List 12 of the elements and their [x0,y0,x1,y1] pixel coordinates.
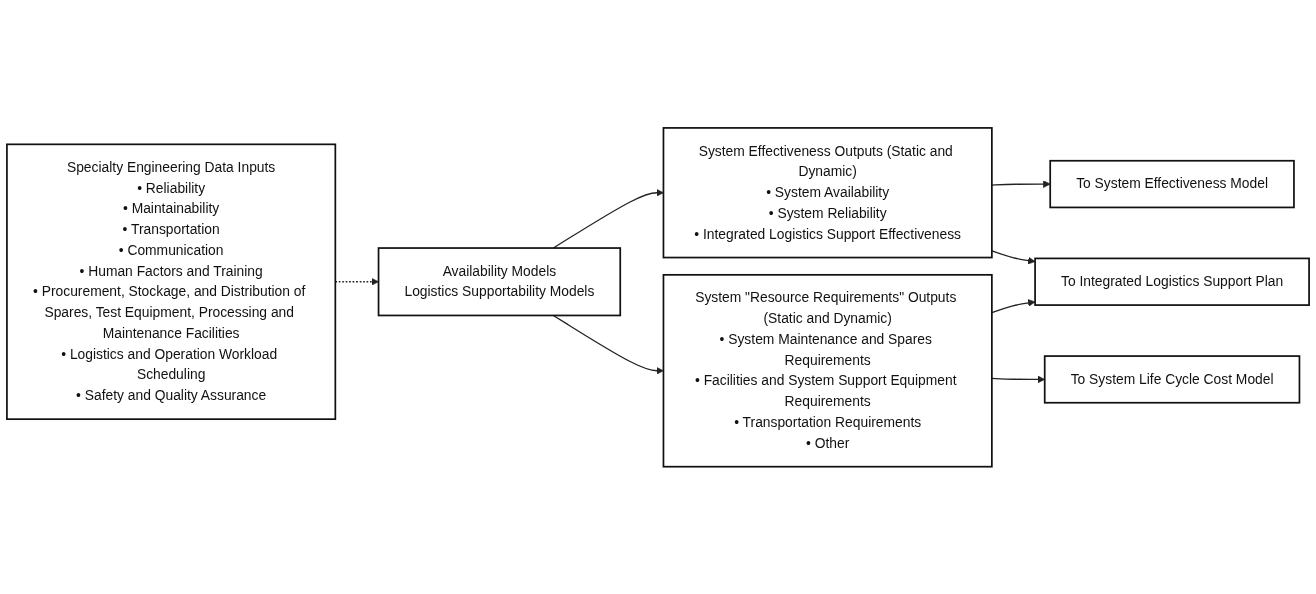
node-box: Availability Models Logistics Supportability Models [377,246,622,316]
node-box: To System Life Cycle Cost Model [1043,354,1301,404]
arrow [991,249,1036,265]
arrow [552,188,664,249]
arrow [991,179,1051,188]
arrow [991,298,1036,314]
node-box: To Integrated Logistics Support Plan [1034,257,1310,306]
node-box: System "Resource Requirements" Outputs (Static and Dynamic) • System Maintenance and Spares Requirements • Facilities and System Support Equipment Requirements • Transportation Requirements • Other [662,273,993,468]
node-box: To System Effectiveness Model [1049,159,1295,208]
node-box: Specialty Engineering Data Inputs • Reliability • Maintainability • Transportation • Communication • Human Factors and Training • Procurement, Stockage, and Distribution of Spares, Test Equipment, Processing and Maintenance Facilities • Logistics and Operation Workload Scheduling • Safety and Quality Assurance [6,143,337,420]
node-box: System Effectiveness Outputs (Static and Dynamic) • System Availability • System Reliability • Integrated Logistics Support Effectiveness [662,126,993,259]
arrow [552,314,664,375]
